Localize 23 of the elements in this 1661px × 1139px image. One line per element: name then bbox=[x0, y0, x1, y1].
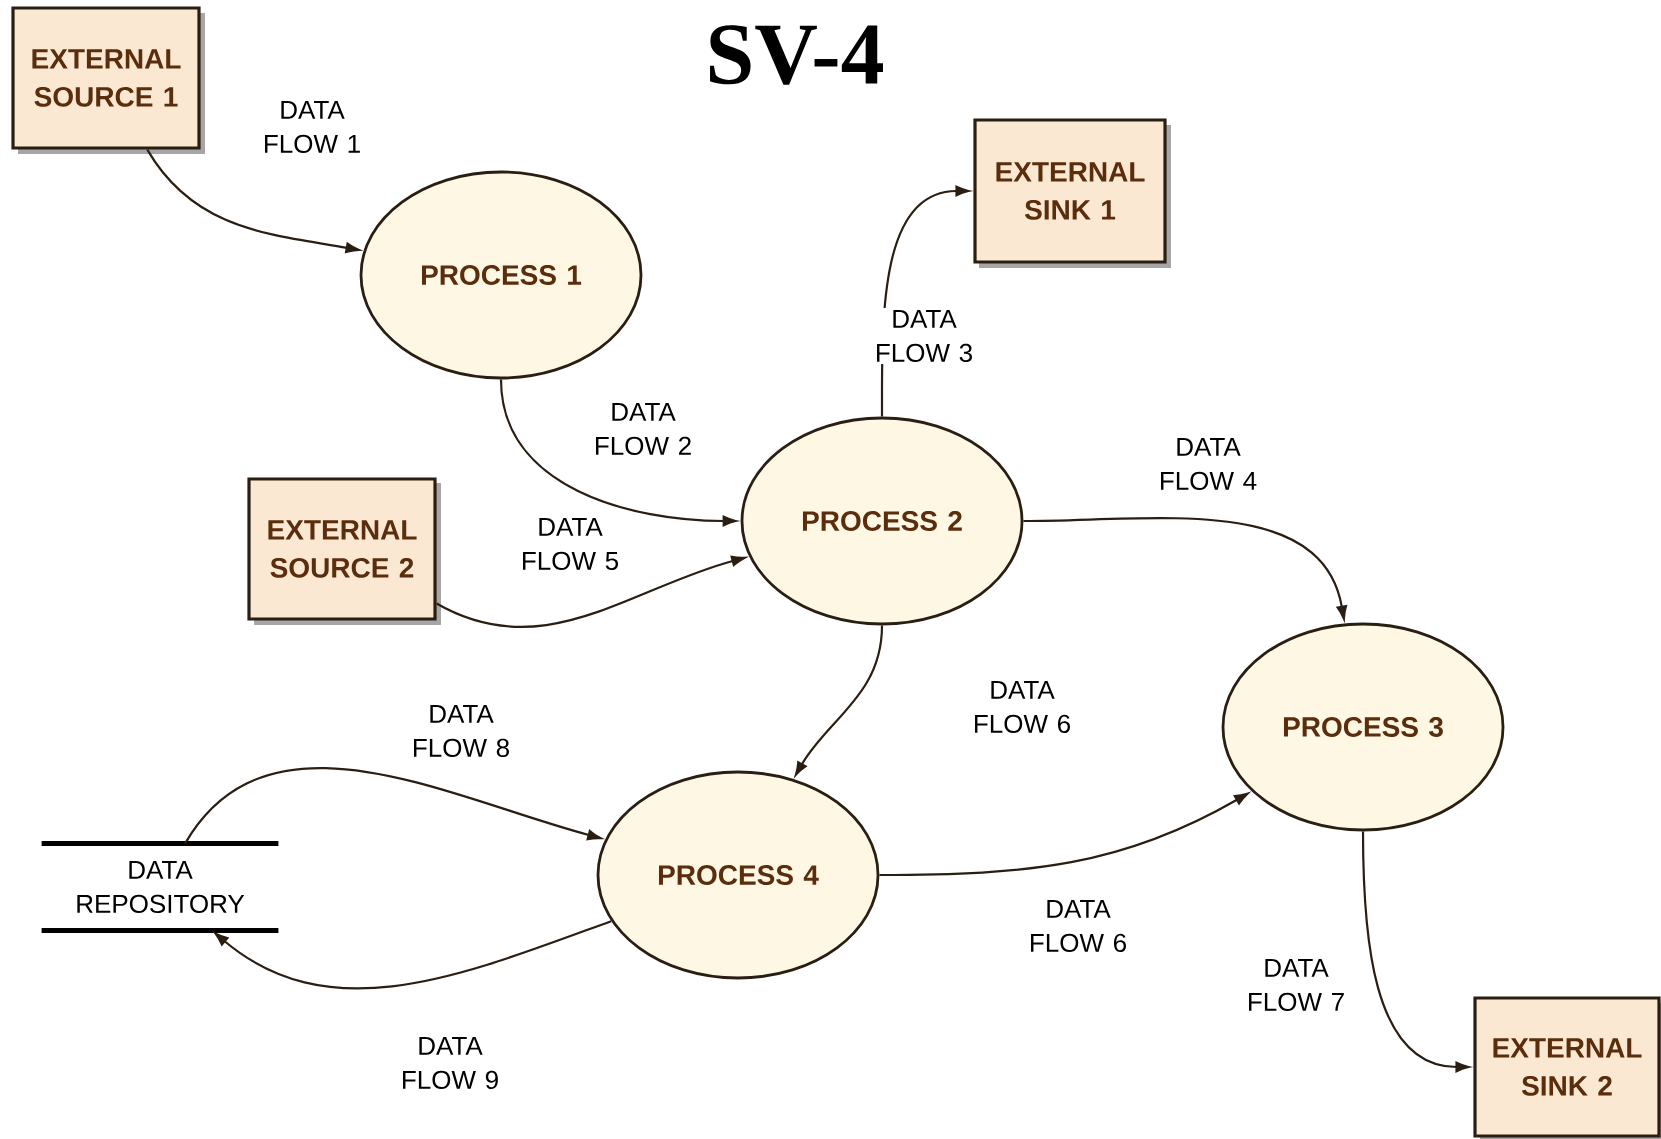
external-entity-box: EXTERNAL SINK 1 bbox=[973, 118, 1171, 268]
edge-label: DATA FLOW 3 bbox=[867, 307, 981, 365]
edge-label: DATA FLOW 9 bbox=[393, 1034, 507, 1092]
edge-label: DATA FLOW 7 bbox=[1239, 956, 1353, 1014]
data-store: DATA REPOSITORY bbox=[41, 841, 279, 933]
edge-label: DATA FLOW 6 bbox=[1021, 897, 1135, 955]
title: SV-4 bbox=[710, 25, 883, 85]
arrow bbox=[436, 555, 746, 628]
edge-label: DATA FLOW 2 bbox=[586, 400, 700, 458]
arrow bbox=[879, 792, 1249, 877]
external-entity-box: EXTERNAL SOURCE 2 bbox=[247, 477, 441, 625]
edge-label: DATA FLOW 1 bbox=[255, 98, 369, 156]
arrow bbox=[499, 379, 737, 527]
external-entity-box: EXTERNAL SOURCE 1 bbox=[11, 6, 205, 154]
external-entity-box: EXTERNAL SINK 2 bbox=[1473, 996, 1661, 1139]
edge-label: DATA FLOW 5 bbox=[513, 515, 627, 573]
arrow bbox=[794, 625, 884, 776]
arrow bbox=[184, 767, 602, 845]
arrow bbox=[1361, 831, 1470, 1073]
edge-label: DATA FLOW 8 bbox=[404, 702, 518, 760]
edge-label: DATA FLOW 6 bbox=[965, 678, 1079, 736]
arrow bbox=[214, 920, 612, 990]
edge-label: DATA FLOW 4 bbox=[1151, 435, 1265, 493]
